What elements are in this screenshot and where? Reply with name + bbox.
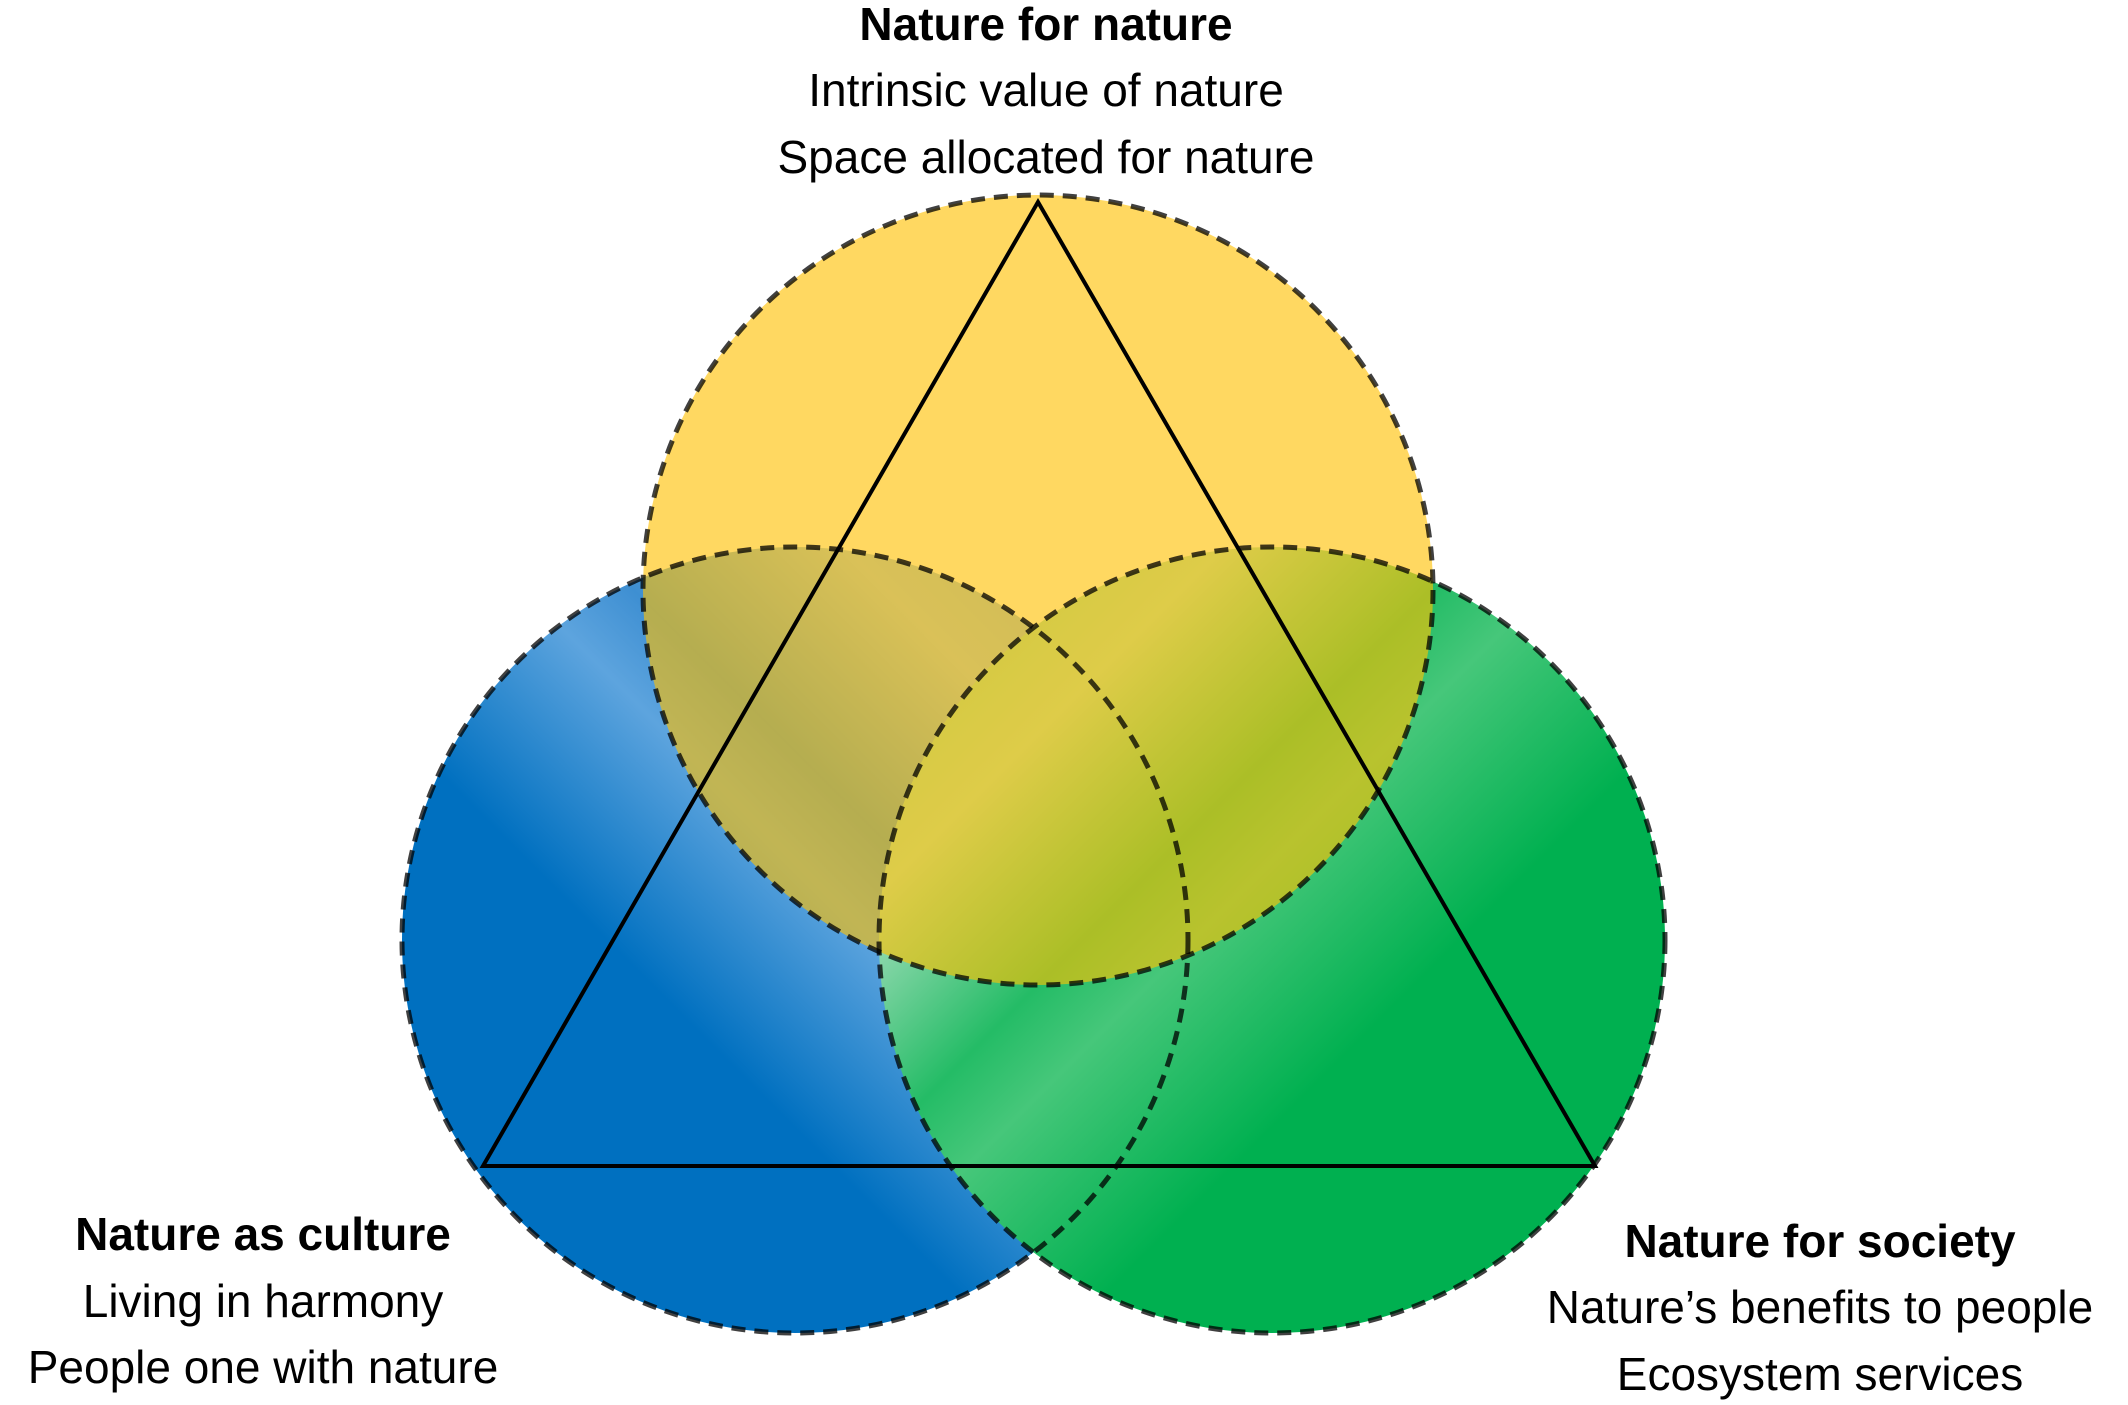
nature-for-nature-line2: Space allocated for nature	[777, 131, 1314, 183]
nature-for-society-outline	[876, 544, 1668, 1336]
nature-for-nature-outline	[640, 192, 1436, 988]
nature-as-culture-title: Nature as culture	[75, 1208, 451, 1260]
nature-as-culture-line1: Living in harmony	[83, 1275, 444, 1327]
nature-for-society-title: Nature for society	[1624, 1215, 2016, 1267]
nature-as-culture-outline	[399, 544, 1191, 1336]
nature-for-society-line2: Ecosystem services	[1617, 1348, 2023, 1400]
nature-for-nature-title: Nature for nature	[859, 0, 1232, 50]
nature-for-nature-circle	[643, 195, 1433, 985]
nature-for-society-line1: Nature’s benefits to people	[1547, 1281, 2093, 1333]
triangle	[479, 197, 1599, 1168]
circle-outlines	[399, 192, 1668, 1336]
nature-as-culture-line2: People one with nature	[28, 1341, 499, 1393]
nature-for-nature-line1: Intrinsic value of nature	[808, 64, 1284, 116]
